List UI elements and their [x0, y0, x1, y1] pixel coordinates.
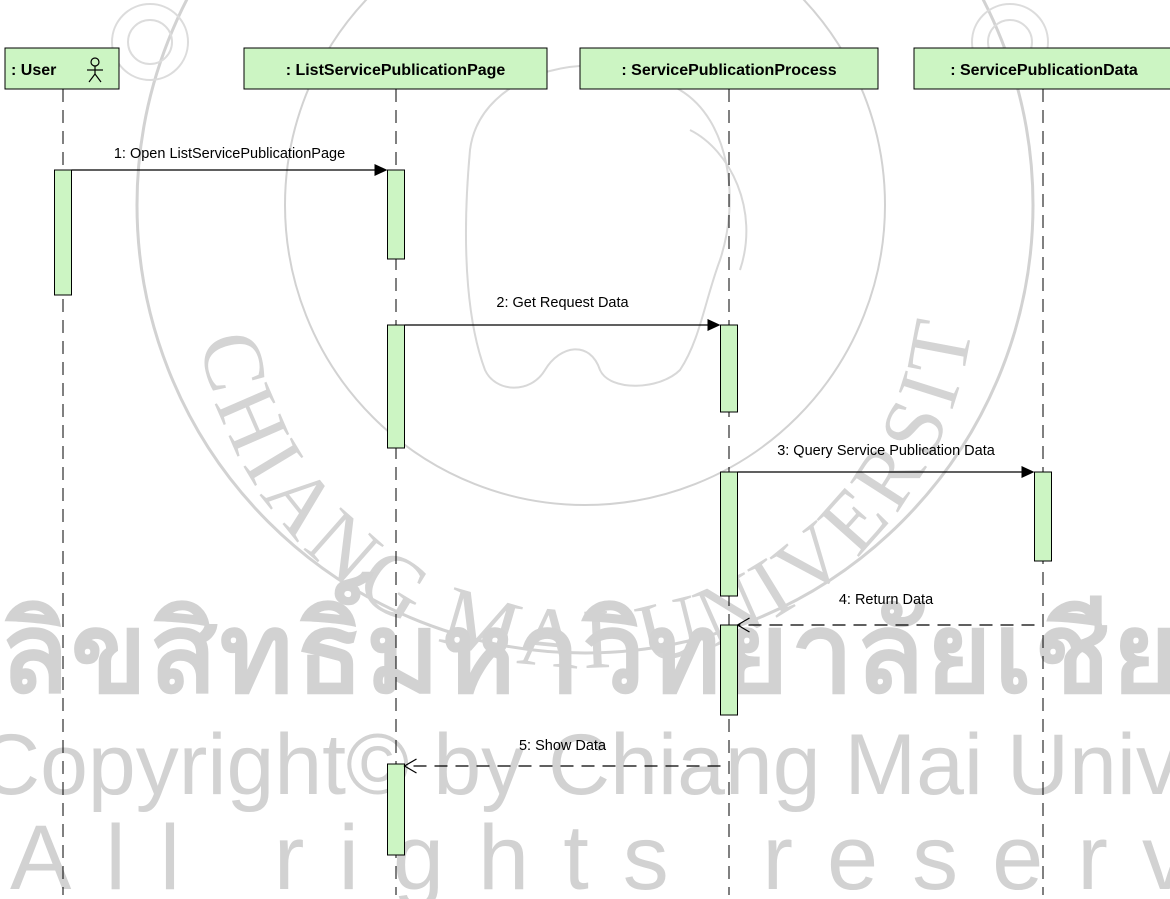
watermark-rights-line: All rights reserved [10, 807, 1170, 899]
lifeline-label-user: : User [11, 62, 56, 79]
activation-bar [720, 471, 738, 597]
activation-bar [720, 324, 738, 413]
lifeline-label-page: : ListServicePublicationPage [286, 62, 506, 79]
arrowhead-filled [1021, 466, 1035, 478]
arrowhead-open [403, 758, 417, 774]
message-label: 2: Get Request Data [496, 295, 629, 311]
activation-bar [720, 624, 738, 716]
activation-bar [387, 324, 405, 449]
actor-icon-leg [88, 73, 96, 83]
lifeline-header-process [579, 47, 879, 90]
message-label: 3: Query Service Publication Data [777, 443, 996, 459]
watermark-copyright-line: Copyright© by Chiang Mai University [0, 717, 1170, 813]
watermark-thai-line: ลิขสิทธิ์มหาวิทยาลัยเชียงใหม่ [0, 591, 1170, 716]
message-label: 5: Show Data [519, 738, 607, 754]
message-label: 4: Return Data [839, 592, 934, 608]
lifeline-label-data: : ServicePublicationData [950, 62, 1138, 79]
activation-bar [387, 763, 405, 856]
activation-bar [54, 169, 72, 296]
lifeline-header-user [4, 47, 120, 90]
lifeline-label-process: : ServicePublicationProcess [621, 62, 836, 79]
arrowhead-filled [707, 319, 721, 331]
actor-icon-leg [94, 73, 102, 83]
activation-bar [1034, 471, 1052, 562]
message-label: 1: Open ListServicePublicationPage [114, 146, 345, 162]
lifeline-header-page [243, 47, 548, 90]
activation-bar [387, 169, 405, 260]
lifeline-header-data [913, 47, 1170, 90]
arrowhead-filled [374, 164, 388, 176]
arrowhead-open [736, 617, 750, 633]
